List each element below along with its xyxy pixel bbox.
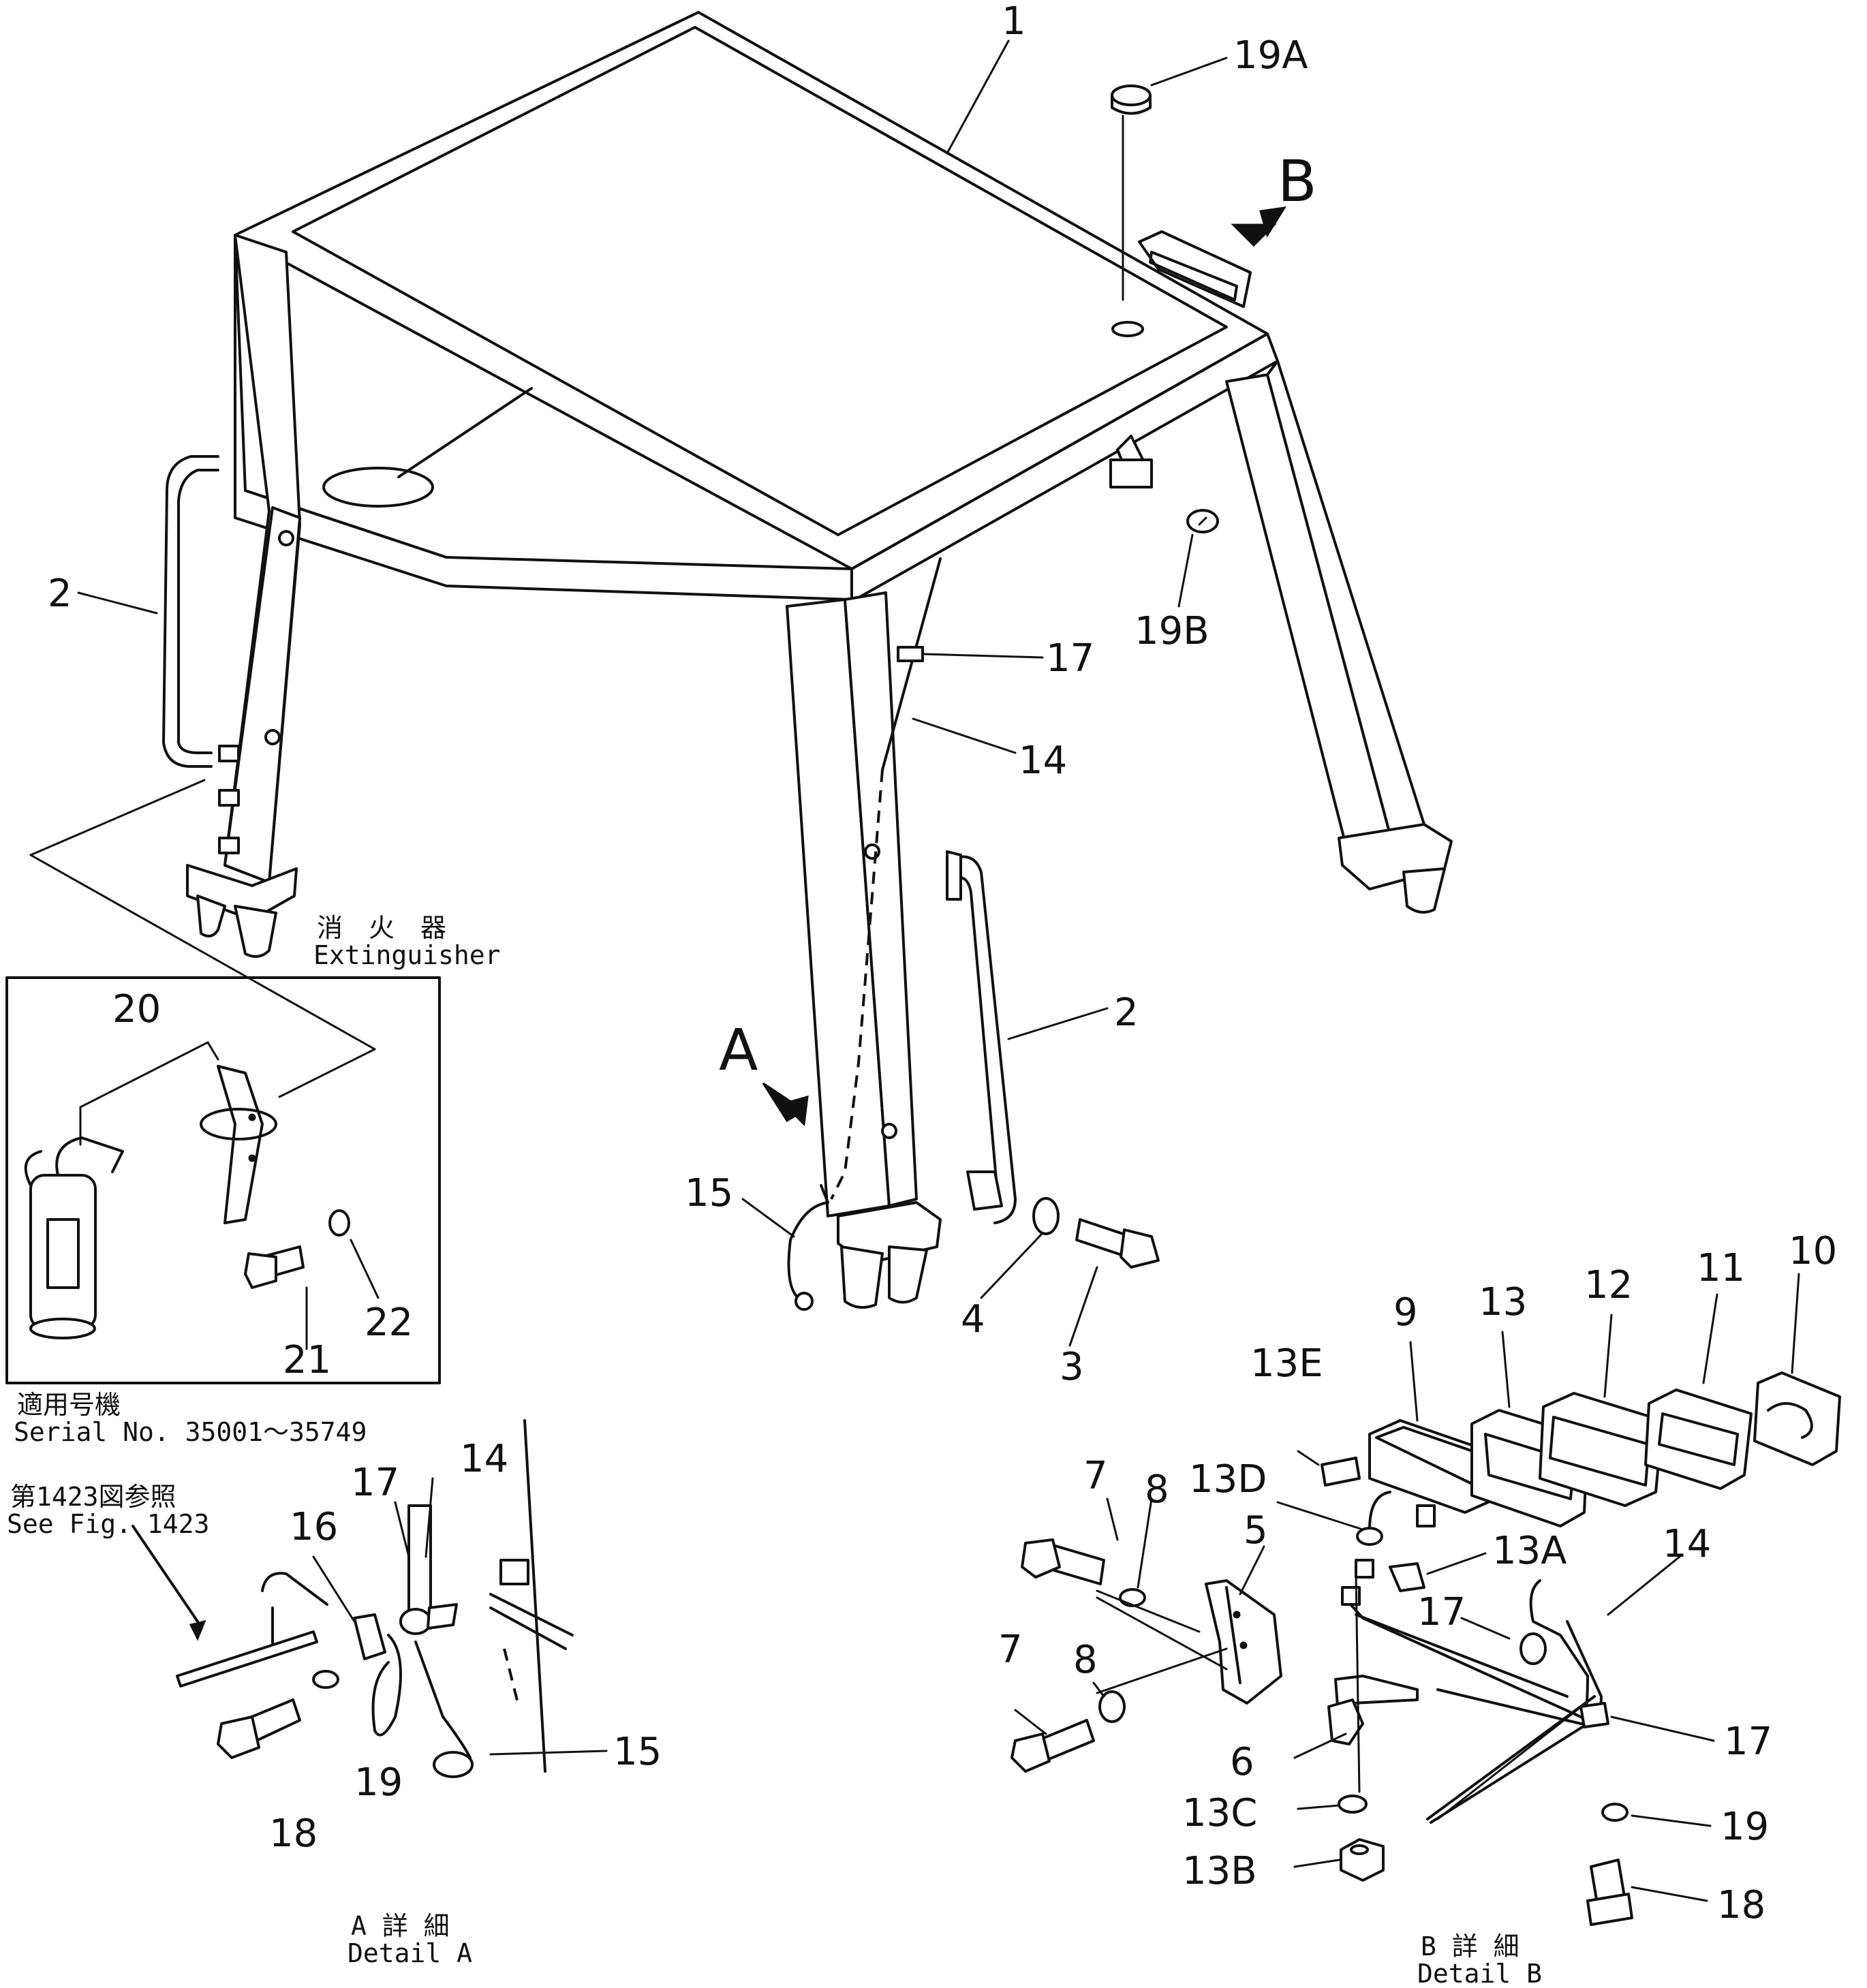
callout-10: 10 bbox=[1789, 1229, 1837, 1273]
callout-17-B2: 17 bbox=[1724, 1720, 1772, 1764]
canopy-roof bbox=[234, 11, 1279, 601]
view-arrow-B bbox=[1231, 206, 1286, 247]
callout-22: 22 bbox=[365, 1301, 413, 1345]
callout-16: 16 bbox=[290, 1505, 338, 1549]
callout-18-A: 18 bbox=[269, 1812, 318, 1856]
callout-B: B bbox=[1278, 148, 1317, 215]
callout-2-right: 2 bbox=[1114, 991, 1139, 1035]
callout-7-bottom: 7 bbox=[998, 1628, 1023, 1672]
callout-6: 6 bbox=[1230, 1740, 1254, 1784]
callout-3: 3 bbox=[1060, 1345, 1084, 1389]
callout-14-top: 14 bbox=[1019, 739, 1067, 783]
callout-8-bottom: 8 bbox=[1073, 1638, 1098, 1682]
callout-19-B: 19 bbox=[1721, 1805, 1769, 1849]
callout-19A: 19A bbox=[1233, 33, 1308, 78]
callout-21: 21 bbox=[283, 1338, 331, 1382]
callout-13: 13 bbox=[1479, 1280, 1527, 1324]
cap-19A bbox=[1111, 84, 1152, 301]
callout-14-A: 14 bbox=[460, 1437, 508, 1481]
callout-2-left: 2 bbox=[48, 572, 72, 616]
callout-19B: 19B bbox=[1135, 609, 1209, 653]
callout-19-A: 19 bbox=[354, 1760, 403, 1805]
callout-4: 4 bbox=[961, 1297, 985, 1341]
see-fig-jp: 第1423図参照 bbox=[10, 1482, 176, 1512]
callout-1: 1 bbox=[1002, 0, 1026, 44]
handrail-left bbox=[162, 455, 219, 768]
notes: 消 火 器 Extinguisher 適用号機 Serial No. 35001… bbox=[7, 913, 1542, 1988]
view-arrow-A bbox=[762, 1082, 809, 1127]
callout-13B: 13B bbox=[1182, 1849, 1257, 1893]
callout-17-A: 17 bbox=[351, 1461, 399, 1505]
see-fig-en: See Fig. 1423 bbox=[7, 1509, 209, 1539]
callout-15-main: 15 bbox=[685, 1171, 733, 1215]
callout-A: A bbox=[719, 1016, 758, 1083]
plug-19B bbox=[1186, 509, 1219, 533]
detail-B-en: Detail B bbox=[1417, 1959, 1542, 1988]
label-13E bbox=[1321, 1457, 1361, 1487]
callout-14-B: 14 bbox=[1663, 1522, 1711, 1566]
handrail-right bbox=[946, 850, 1017, 1224]
lamp-frame-11 bbox=[1644, 1388, 1753, 1490]
callout-13D: 13D bbox=[1189, 1457, 1267, 1502]
extinguisher-label-jp: 消 火 器 bbox=[317, 913, 446, 943]
ground-cable bbox=[787, 1184, 829, 1311]
callout-8-top: 8 bbox=[1145, 1467, 1169, 1512]
callout-13C: 13C bbox=[1182, 1791, 1257, 1835]
detail-B-jp: B 詳 細 bbox=[1421, 1931, 1519, 1961]
callout-18-B: 18 bbox=[1717, 1883, 1765, 1927]
extinguisher-box bbox=[5, 779, 441, 1384]
leader-lines bbox=[77, 40, 1800, 1902]
detail-A-en: Detail A bbox=[348, 1938, 472, 1968]
extinguisher-label-en: Extinguisher bbox=[313, 940, 501, 970]
callout-11: 11 bbox=[1697, 1246, 1745, 1290]
bolt-and-washer bbox=[1032, 1197, 1160, 1269]
callout-13A: 13A bbox=[1492, 1529, 1567, 1573]
callout-13E: 13E bbox=[1250, 1341, 1323, 1386]
serial-label-en: Serial No. 35001～35749 bbox=[14, 1417, 367, 1447]
work-lamp-on-roof bbox=[1138, 230, 1252, 308]
detail-B bbox=[1010, 1371, 1841, 1926]
canopy-legs bbox=[186, 234, 1453, 1309]
callout-7-top: 7 bbox=[1083, 1454, 1108, 1498]
callout-5: 5 bbox=[1244, 1508, 1268, 1553]
lamp-cover-10 bbox=[1753, 1371, 1841, 1466]
callout-15-A: 15 bbox=[613, 1730, 662, 1774]
serial-label-jp: 適用号機 bbox=[17, 1390, 121, 1420]
callout-20: 20 bbox=[112, 987, 161, 1031]
callout-12: 12 bbox=[1584, 1263, 1633, 1307]
callout-17-B: 17 bbox=[1417, 1590, 1466, 1634]
callout-9: 9 bbox=[1393, 1290, 1418, 1335]
wire-harness bbox=[830, 557, 942, 1200]
detail-A-jp: A 詳 細 bbox=[351, 1911, 450, 1941]
callout-labels: 1 19A B 2 19B 17 14 2 A 15 4 3 20 21 22 … bbox=[48, 0, 1837, 1927]
callout-17-top: 17 bbox=[1046, 636, 1094, 681]
detail-A bbox=[132, 1419, 608, 1778]
